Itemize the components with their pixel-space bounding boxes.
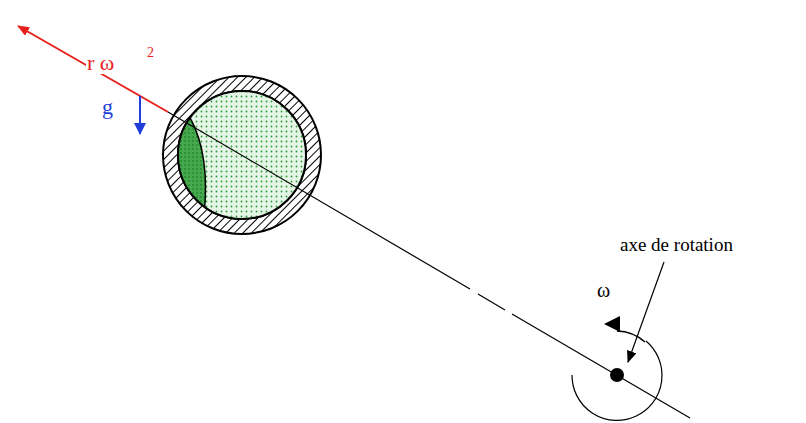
axis-label: axe de rotation (619, 235, 734, 254)
gravity-label: g (101, 96, 114, 118)
exponent-label: 2 (146, 46, 155, 60)
centrifugal-label: r ω (86, 52, 115, 74)
omega-label: ω (596, 280, 611, 300)
